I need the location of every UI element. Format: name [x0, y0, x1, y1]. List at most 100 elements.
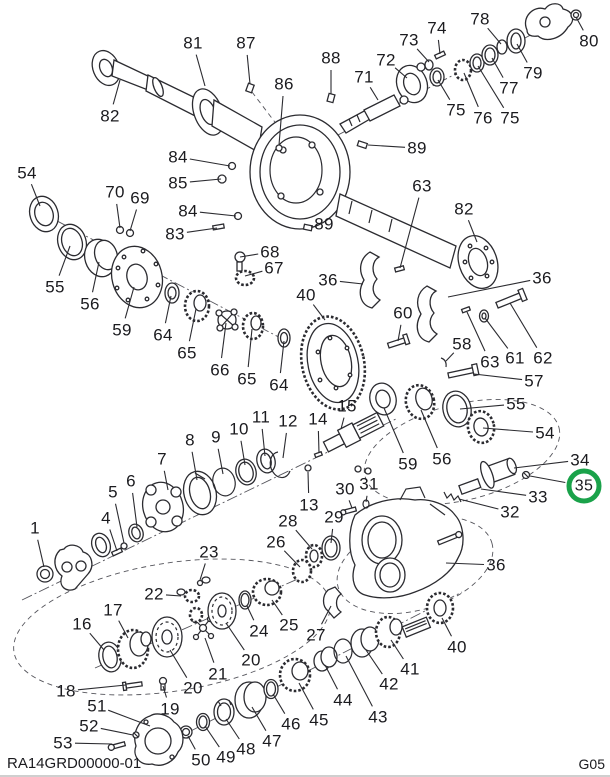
callout-28[interactable]: 28 — [278, 511, 298, 531]
callout-19[interactable]: 19 — [160, 699, 180, 719]
callout-72[interactable]: 72 — [376, 50, 396, 70]
callout-36[interactable]: 36 — [486, 555, 506, 575]
callout-52[interactable]: 52 — [79, 716, 99, 736]
callout-10[interactable]: 10 — [229, 419, 249, 439]
callout-89[interactable]: 89 — [407, 138, 427, 158]
callout-24[interactable]: 24 — [249, 621, 269, 641]
callout-64[interactable]: 64 — [269, 375, 289, 395]
callout-43[interactable]: 43 — [368, 707, 388, 727]
callout-75[interactable]: 75 — [446, 100, 466, 120]
callout-50[interactable]: 50 — [191, 750, 211, 770]
callout-35-highlighted[interactable]: 35 — [566, 468, 602, 504]
callout-69[interactable]: 69 — [130, 188, 150, 208]
callout-67[interactable]: 67 — [264, 258, 284, 278]
callout-8[interactable]: 8 — [185, 430, 195, 450]
callout-48[interactable]: 48 — [236, 739, 256, 759]
callout-20[interactable]: 20 — [183, 678, 203, 698]
callout-58[interactable]: 58 — [452, 334, 472, 354]
callout-86[interactable]: 86 — [274, 74, 294, 94]
callout-82[interactable]: 82 — [100, 106, 120, 126]
callout-75[interactable]: 75 — [500, 108, 520, 128]
callout-1[interactable]: 1 — [30, 518, 40, 538]
callout-82[interactable]: 82 — [454, 199, 474, 219]
callout-74[interactable]: 74 — [427, 18, 447, 38]
callout-88[interactable]: 88 — [321, 48, 341, 68]
callout-77[interactable]: 77 — [499, 78, 519, 98]
callout-60[interactable]: 60 — [393, 303, 413, 323]
callout-85[interactable]: 85 — [168, 173, 188, 193]
callout-6[interactable]: 6 — [126, 471, 136, 491]
callout-16[interactable]: 16 — [72, 614, 92, 634]
callout-31[interactable]: 31 — [359, 474, 379, 494]
callout-30[interactable]: 30 — [335, 479, 355, 499]
callout-27[interactable]: 27 — [306, 625, 326, 645]
callout-73[interactable]: 73 — [399, 30, 419, 50]
callout-78[interactable]: 78 — [470, 9, 490, 29]
callout-81[interactable]: 81 — [183, 33, 203, 53]
callout-46[interactable]: 46 — [281, 714, 301, 734]
callout-33[interactable]: 33 — [528, 487, 548, 507]
callout-76[interactable]: 76 — [473, 108, 493, 128]
callout-11[interactable]: 11 — [251, 407, 271, 427]
callout-20[interactable]: 20 — [241, 650, 261, 670]
callout-89[interactable]: 89 — [314, 214, 334, 234]
callout-42[interactable]: 42 — [379, 674, 399, 694]
callout-23[interactable]: 23 — [199, 542, 219, 562]
callout-29[interactable]: 29 — [324, 507, 344, 527]
callout-61[interactable]: 61 — [505, 348, 525, 368]
callout-80[interactable]: 80 — [579, 31, 599, 51]
callout-40[interactable]: 40 — [447, 637, 467, 657]
callout-51[interactable]: 51 — [87, 696, 107, 716]
callout-40[interactable]: 40 — [296, 285, 316, 305]
callout-12[interactable]: 12 — [278, 411, 298, 431]
callout-87[interactable]: 87 — [236, 33, 256, 53]
callout-83[interactable]: 83 — [165, 224, 185, 244]
callout-18[interactable]: 18 — [56, 681, 76, 701]
callout-21[interactable]: 21 — [208, 664, 228, 684]
callout-66[interactable]: 66 — [210, 360, 230, 380]
callout-54[interactable]: 54 — [535, 423, 555, 443]
callout-63[interactable]: 63 — [412, 176, 432, 196]
callout-25[interactable]: 25 — [279, 615, 299, 635]
callout-7[interactable]: 7 — [157, 449, 167, 469]
callout-53[interactable]: 53 — [53, 733, 73, 753]
callout-49[interactable]: 49 — [216, 747, 236, 767]
callout-68[interactable]: 68 — [260, 242, 280, 262]
callout-55[interactable]: 55 — [506, 394, 526, 414]
callout-64[interactable]: 64 — [153, 325, 173, 345]
callout-54[interactable]: 54 — [17, 163, 37, 183]
callout-57[interactable]: 57 — [524, 371, 544, 391]
callout-5[interactable]: 5 — [108, 482, 118, 502]
callout-84[interactable]: 84 — [178, 201, 198, 221]
callout-41[interactable]: 41 — [400, 659, 420, 679]
callout-22[interactable]: 22 — [144, 584, 164, 604]
callout-47[interactable]: 47 — [262, 731, 282, 751]
callout-36[interactable]: 36 — [532, 268, 552, 288]
callout-56[interactable]: 56 — [80, 294, 100, 314]
callout-79[interactable]: 79 — [523, 63, 543, 83]
callout-13[interactable]: 13 — [299, 495, 319, 515]
callout-63[interactable]: 63 — [480, 352, 500, 372]
callout-56[interactable]: 56 — [432, 449, 452, 469]
callout-55[interactable]: 55 — [45, 277, 65, 297]
callout-36[interactable]: 36 — [318, 270, 338, 290]
callout-34[interactable]: 34 — [570, 450, 590, 470]
callout-32[interactable]: 32 — [500, 502, 520, 522]
callout-17[interactable]: 17 — [103, 600, 123, 620]
callout-71[interactable]: 71 — [354, 67, 374, 87]
callout-65[interactable]: 65 — [237, 369, 257, 389]
callout-84[interactable]: 84 — [168, 147, 188, 167]
callout-65[interactable]: 65 — [177, 343, 197, 363]
callout-26[interactable]: 26 — [266, 532, 286, 552]
callout-59[interactable]: 59 — [398, 454, 418, 474]
callout-59[interactable]: 59 — [112, 320, 132, 340]
callout-14[interactable]: 14 — [308, 409, 328, 429]
callout-4[interactable]: 4 — [101, 508, 111, 528]
leader-line-25 — [271, 599, 283, 616]
callout-44[interactable]: 44 — [333, 690, 353, 710]
callout-70[interactable]: 70 — [105, 182, 125, 202]
callout-62[interactable]: 62 — [533, 348, 553, 368]
callout-9[interactable]: 9 — [211, 427, 221, 447]
callout-45[interactable]: 45 — [309, 710, 329, 730]
callout-15[interactable]: 15 — [337, 396, 357, 416]
